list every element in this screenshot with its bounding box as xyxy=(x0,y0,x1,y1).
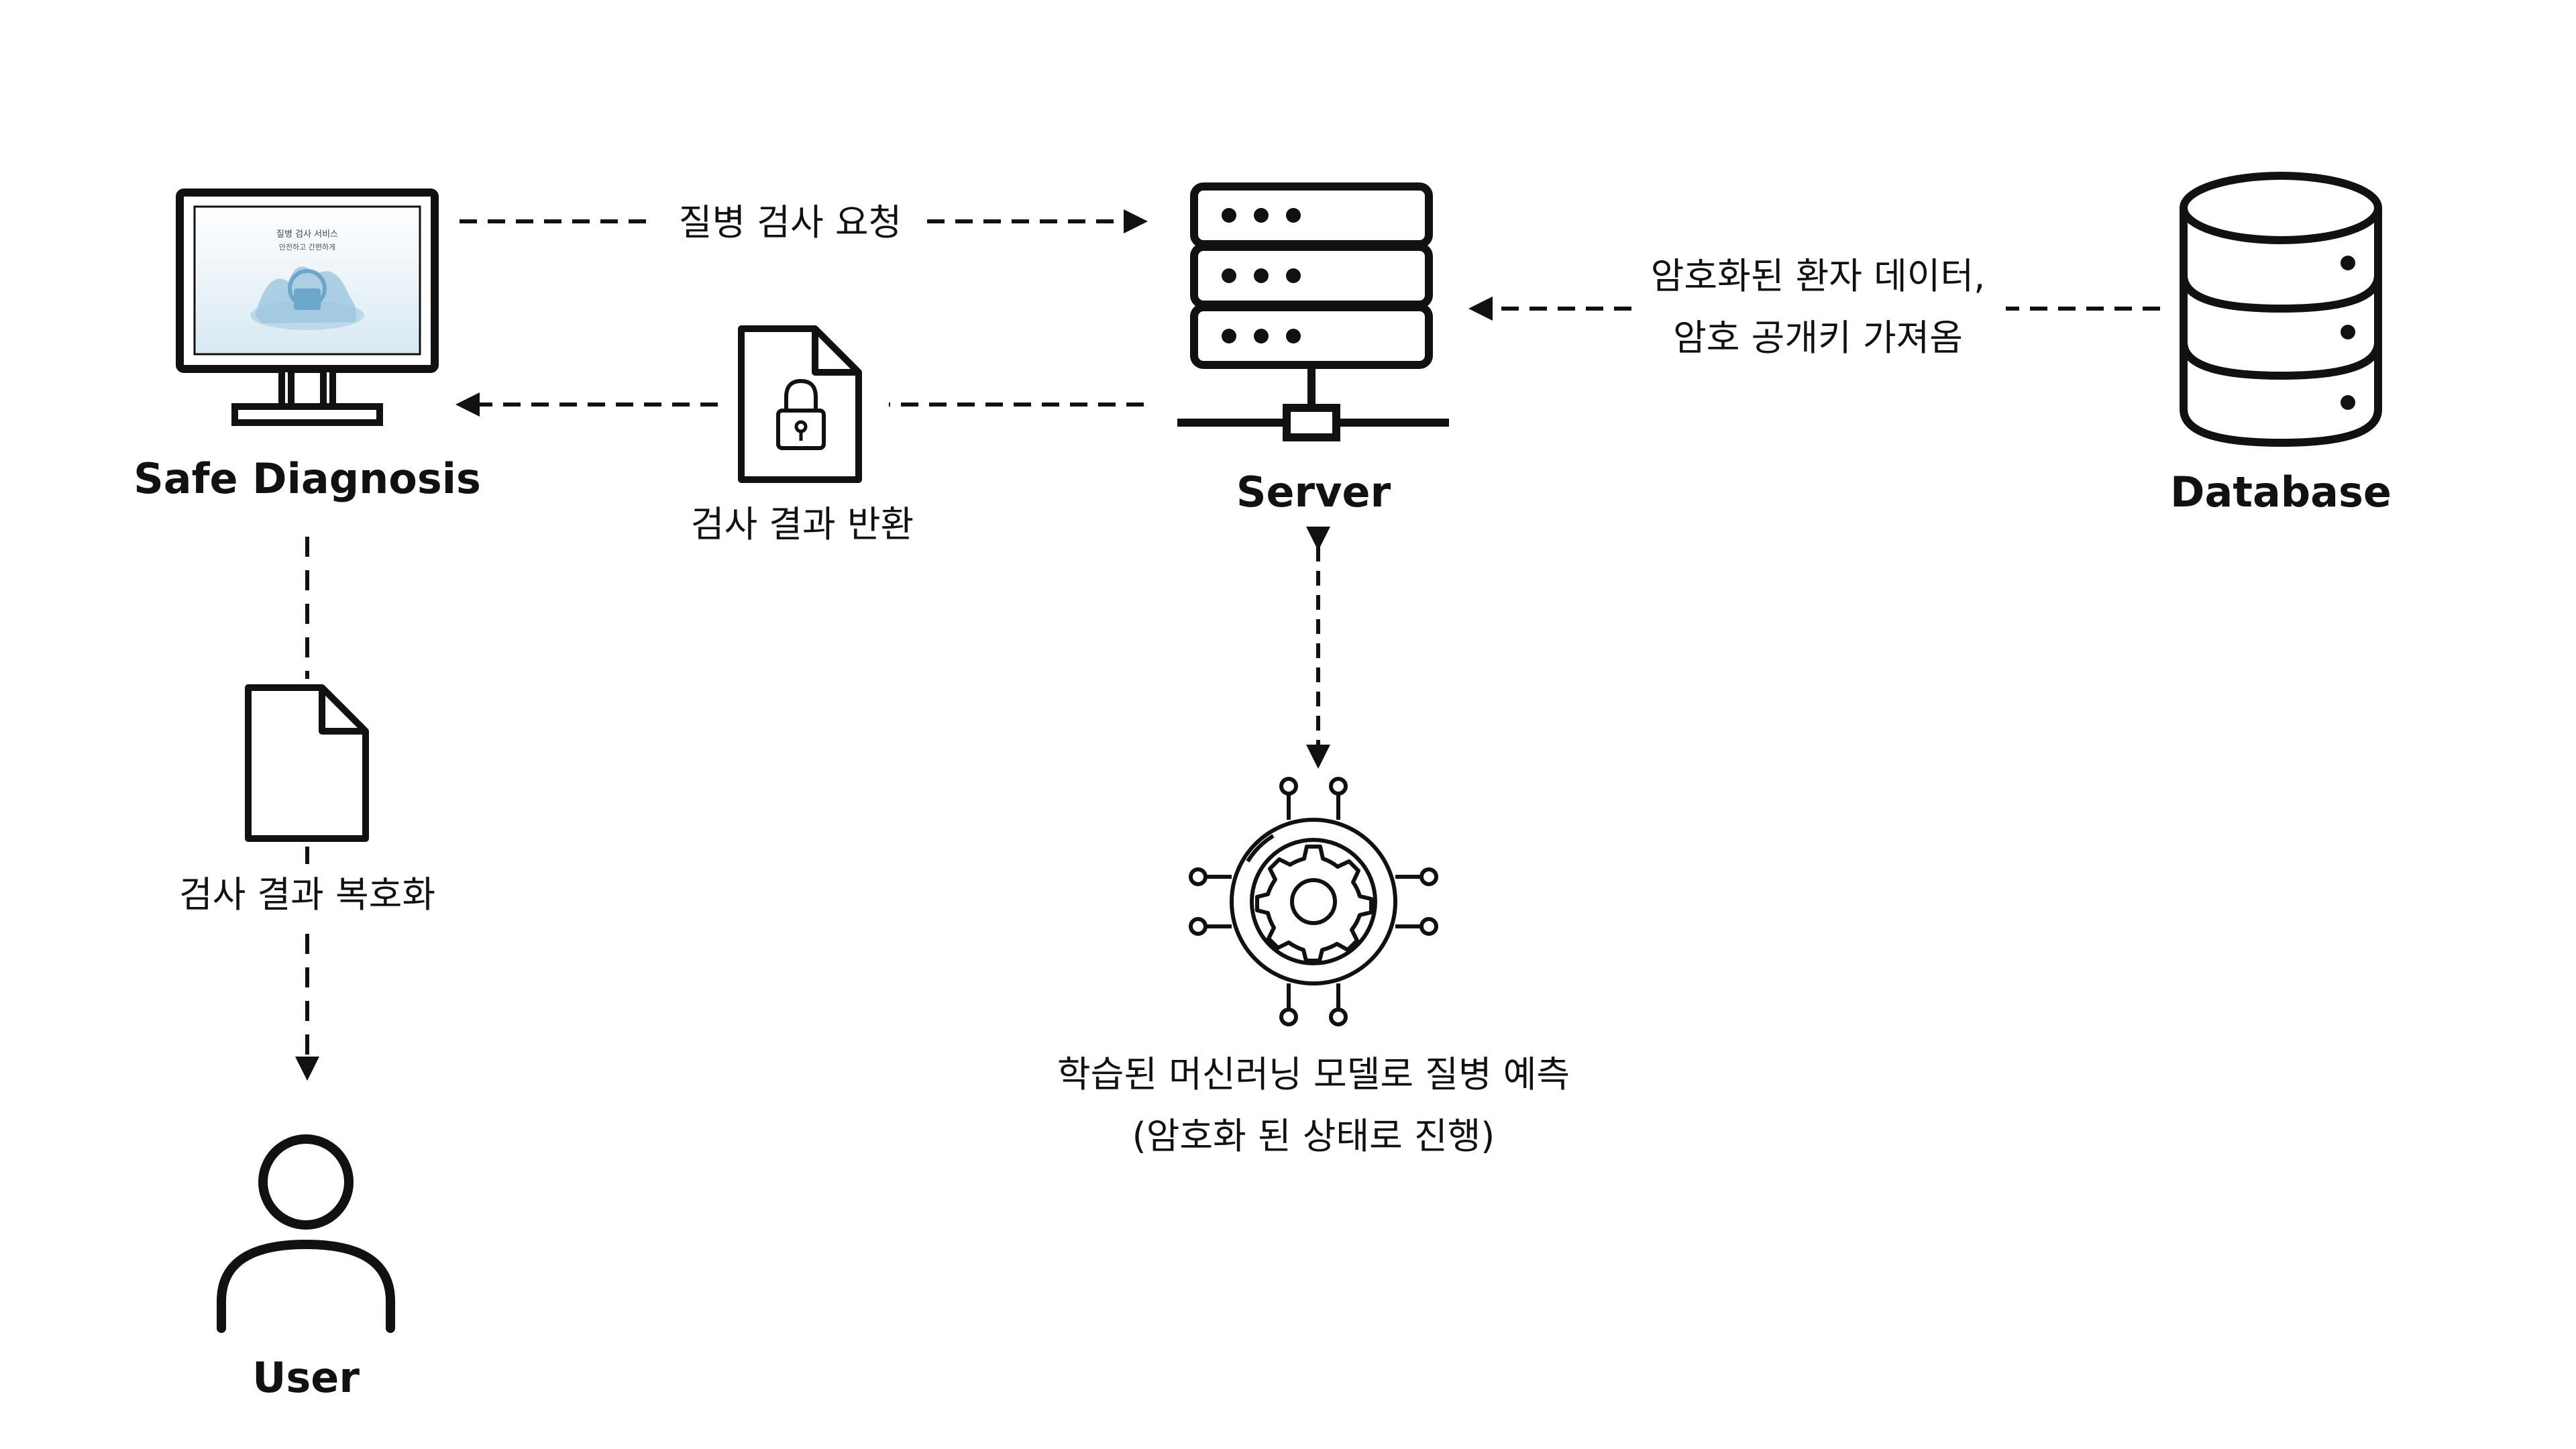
document-icon xyxy=(245,684,369,842)
screen-content: 질병 검사 서비스 안전하고 간편하게 xyxy=(250,229,364,330)
user-label: User xyxy=(252,1353,360,1402)
screen-subtitle: 안전하고 간편하게 xyxy=(279,242,335,252)
server-rack-icon xyxy=(1177,182,1449,441)
database-label: Database xyxy=(2170,468,2392,517)
edge-result-return-label: 검사 결과 반환 xyxy=(691,503,914,545)
screen-title: 질병 검사 서비스 xyxy=(276,229,338,239)
edge-request: 질병 검사 요청 xyxy=(460,201,1148,244)
edge-request-label: 질병 검사 요청 xyxy=(679,201,902,244)
server-label: Server xyxy=(1236,468,1391,517)
locked-document-icon xyxy=(738,325,862,483)
user-icon xyxy=(217,1134,395,1333)
edge-db-fetch-label-line2: 암호 공개키 가져옴 xyxy=(1673,317,1963,359)
edge-decrypt-label: 검사 결과 복호화 xyxy=(179,873,435,916)
client-label: Safe Diagnosis xyxy=(133,454,481,503)
monitor-icon: 질병 검사 서비스 안전하고 간편하게 xyxy=(176,189,439,426)
gear-circuit-icon xyxy=(1189,777,1438,1026)
edge-decrypt: 검사 결과 복호화 xyxy=(179,537,435,1081)
edge-db-fetch: 암호화된 환자 데이터, 암호 공개키 가져옴 xyxy=(1468,255,2160,359)
database-icon xyxy=(2180,172,2382,447)
edge-result-return: 검사 결과 반환 xyxy=(455,392,1144,545)
ml-label-line2: (암호화 된 상태로 진행) xyxy=(1132,1115,1495,1157)
ml-label-line1: 학습된 머신러닝 모델로 질병 예측 xyxy=(1057,1053,1570,1095)
edge-db-fetch-label-line1: 암호화된 환자 데이터, xyxy=(1651,255,1986,297)
